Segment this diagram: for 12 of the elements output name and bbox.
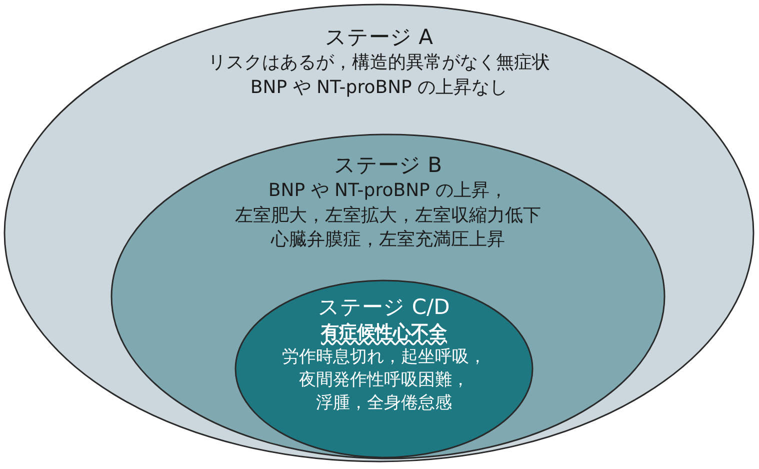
stage-title: ステージ A — [324, 24, 434, 51]
description-text: 労作時息切れ，起坐呼吸， — [282, 346, 486, 369]
description-text: 心臓弁膜症，左室充満圧上昇 — [271, 228, 505, 252]
description-text: 左室肥大，左室拡大，左室収縮力低下 — [235, 204, 541, 228]
description-text: BNP や NT-proBNP の上昇なし — [250, 76, 508, 100]
description-text: リスクはあるが，構造的異常がなく無症状 — [208, 51, 550, 76]
description-text: 浮腫，全身倦怠感 — [316, 392, 452, 414]
stage-title: ステージ B — [334, 152, 442, 179]
stage-title: ステージ C/D — [318, 294, 450, 321]
description-text: 夜間発作性呼吸困難， — [299, 368, 469, 392]
description-text: BNP や NT-proBNP の上昇， — [268, 179, 508, 204]
highlighted-text: 有症候性心不全 — [321, 321, 447, 346]
